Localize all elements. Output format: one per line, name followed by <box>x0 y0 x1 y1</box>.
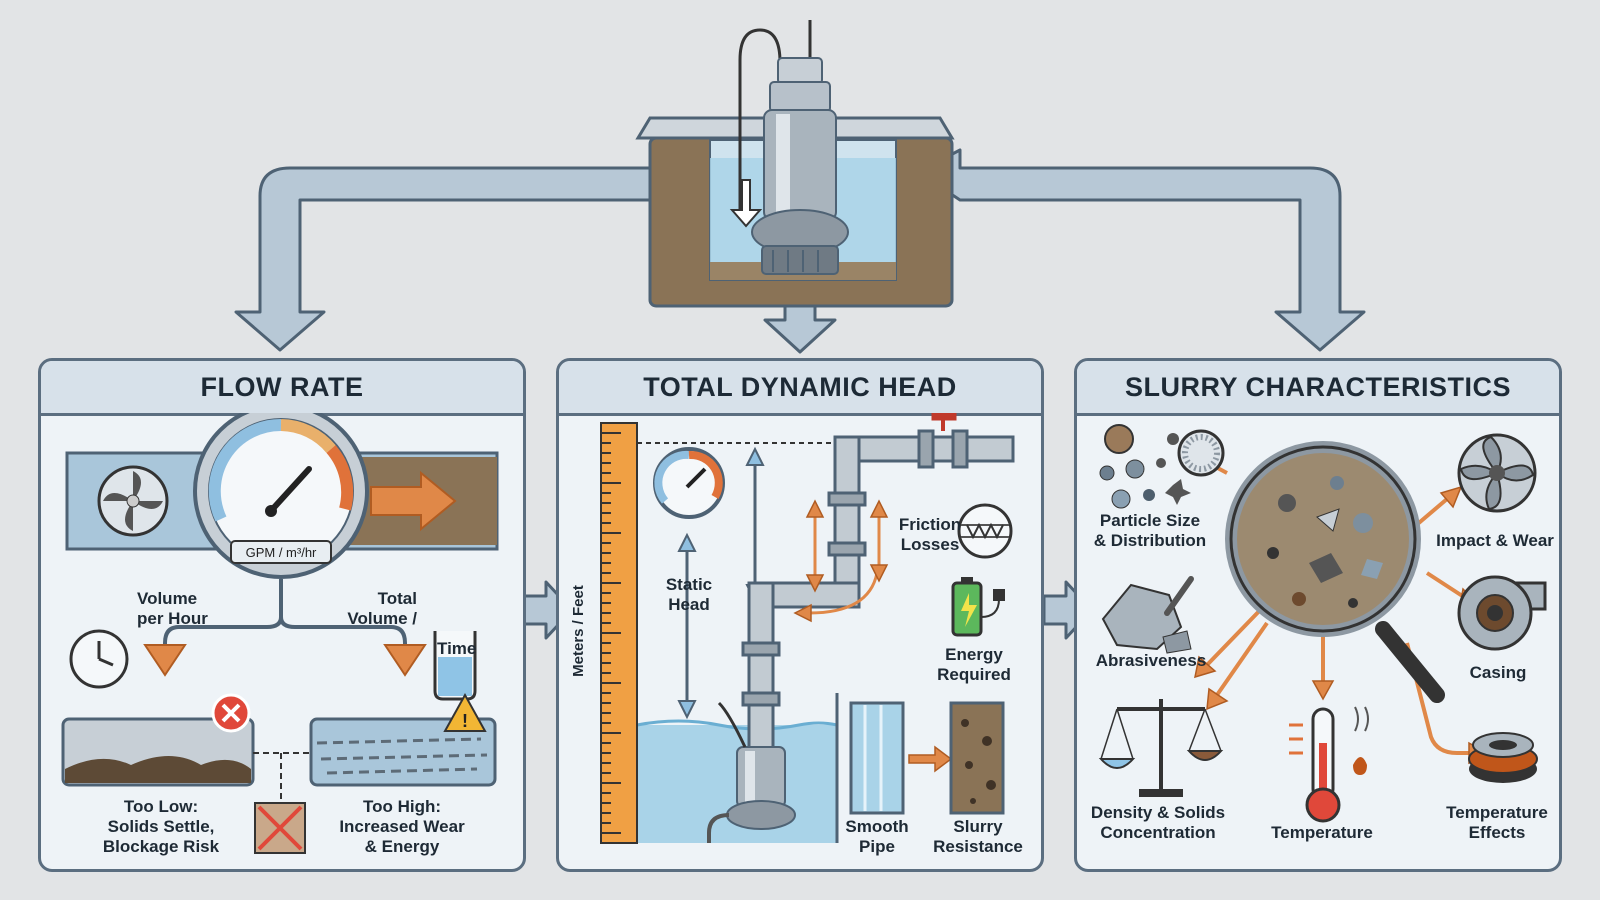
magnifier-icon <box>1225 441 1445 703</box>
too-low-label: Too Low: Solids Settle, Blockage Risk <box>102 797 220 856</box>
blocked-icon <box>254 802 306 854</box>
meter-ruler <box>600 422 638 844</box>
abrasiveness-label: Abrasiveness <box>1095 651 1207 670</box>
tdh-illustration <box>600 413 1015 844</box>
smooth-pipe-label: Smooth Pipe <box>845 817 909 856</box>
total-volume-label: Total Volume / <box>347 589 417 628</box>
flow-rate-panel: FLOW RATE GPM / m³/hr <box>38 358 526 872</box>
rock-icon <box>1101 576 1194 654</box>
density-label: Density & Solids Concentration <box>1090 803 1226 842</box>
slurry-resistance-label: Slurry Resistance <box>933 817 1023 856</box>
static-head-label: Static Head <box>665 575 713 614</box>
gauge-unit-label: GPM / m³/hr <box>246 545 317 560</box>
slurry-title: SLURRY CHARACTERISTICS <box>1077 361 1559 416</box>
tdh-panel: TOTAL DYNAMIC HEAD <box>556 358 1044 872</box>
thermometer-icon <box>1289 706 1369 823</box>
smooth-pipe-sample <box>849 701 905 815</box>
impeller-icon <box>97 465 169 537</box>
too-high-label: Too High: Increased Wear & Energy <box>339 797 465 856</box>
balance-scale-icon <box>1098 699 1224 797</box>
flow-rate-illustration: GPM / m³/hr <box>61 413 499 854</box>
particles-icon <box>1099 424 1225 509</box>
temperature-label: Temperature <box>1271 823 1373 842</box>
left-connector-arrow <box>234 148 692 352</box>
tdh-title: TOTAL DYNAMIC HEAD <box>559 361 1041 416</box>
flow-gauge-icon: GPM / m³/hr <box>193 413 369 579</box>
time-label: Time <box>437 639 477 658</box>
slurry-illustration <box>1098 424 1547 823</box>
temperature-effects-label: Temperature Effects <box>1446 803 1548 842</box>
connector-arrows <box>234 148 1366 354</box>
energy-required-label: Energy Required <box>937 645 1011 684</box>
slurry-pipe-sample <box>949 701 1005 815</box>
clock-icon <box>69 629 129 689</box>
casing-label: Casing <box>1469 663 1527 682</box>
beaker-icon <box>433 631 477 701</box>
particle-size-label: Particle Size & Distribution <box>1093 511 1207 550</box>
friction-losses-label: Friction Losses <box>898 515 962 554</box>
too-high-pipe: ! <box>309 692 497 787</box>
casing-icon <box>1457 575 1547 651</box>
too-low-pipe <box>61 693 255 787</box>
svg-text:!: ! <box>462 711 468 731</box>
meters-feet-label: Meters / Feet <box>569 585 587 677</box>
impact-wear-label: Impact & Wear <box>1436 531 1554 550</box>
volume-per-hour-label: Volume per Hour <box>137 589 208 628</box>
slurry-panel: SLURRY CHARACTERISTICS <box>1074 358 1562 872</box>
battery-icon <box>951 577 1005 637</box>
top-submersible-pump <box>729 20 849 275</box>
seal-ring-icon <box>1468 732 1538 783</box>
right-connector-arrow <box>916 148 1366 352</box>
top-pump-illustration <box>234 20 1366 354</box>
submerged-pump <box>707 701 796 843</box>
friction-icon <box>957 503 1013 559</box>
pressure-gauge-icon <box>653 447 725 519</box>
discharge-piping <box>741 413 1015 755</box>
flow-rate-title: FLOW RATE <box>41 361 523 416</box>
impeller-wear-icon <box>1457 433 1537 513</box>
